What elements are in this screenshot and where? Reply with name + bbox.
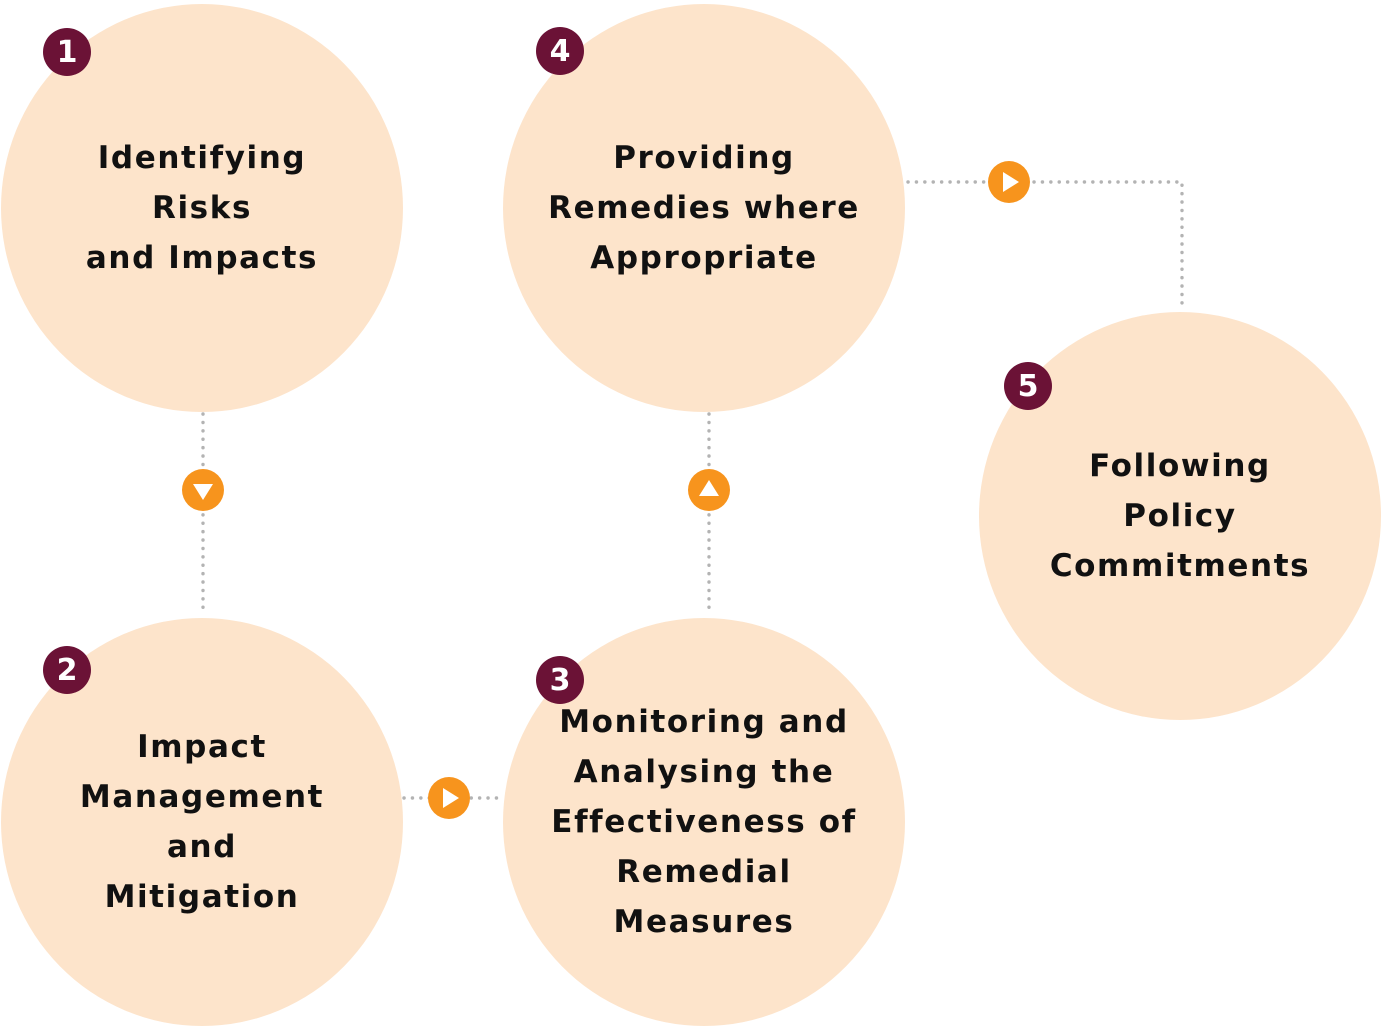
step-4-line: Remedies where xyxy=(548,190,860,226)
step-2-circle: Impact Management and Mitigation xyxy=(1,618,403,1026)
arrow-right-icon xyxy=(988,161,1030,203)
arrow-down-icon xyxy=(182,469,224,511)
step-3-badge: 3 xyxy=(536,656,584,704)
step-2-label: Impact Management and Mitigation xyxy=(32,722,372,922)
step-5-line: Policy xyxy=(1123,498,1237,534)
step-5-line: Commitments xyxy=(1049,548,1311,584)
arrow-up-icon xyxy=(688,469,730,511)
step-1-line: Identifying xyxy=(97,140,307,176)
step-2-line: Mitigation xyxy=(104,879,300,915)
step-5-number: 5 xyxy=(1017,368,1039,404)
step-4-line: Providing xyxy=(613,140,795,176)
connector-4-5 xyxy=(906,180,1184,312)
step-1-line: and Impacts xyxy=(85,240,319,276)
step-5-label: Following Policy Commitments xyxy=(1010,441,1350,591)
step-1-badge: 1 xyxy=(43,28,91,76)
step-3-line: Effectiveness of xyxy=(551,804,857,840)
arrow-right-icon xyxy=(428,777,470,819)
step-1-label: Identifying Risks and Impacts xyxy=(32,133,372,283)
step-1-number: 1 xyxy=(56,34,78,70)
step-5-badge: 5 xyxy=(1004,362,1052,410)
step-3-line: Remedial xyxy=(616,854,792,890)
step-4-line: Appropriate xyxy=(590,240,818,276)
step-2-line: and xyxy=(167,829,237,865)
step-3-line: Monitoring and xyxy=(559,704,849,740)
step-4-number: 4 xyxy=(549,33,571,69)
step-3-line: Analysing the xyxy=(573,754,835,790)
step-2-number: 2 xyxy=(56,652,78,688)
step-2-line: Management xyxy=(79,779,325,815)
step-5-line: Following xyxy=(1089,448,1271,484)
step-3-label: Monitoring and Analysing the Effectivene… xyxy=(534,697,874,947)
step-1-line: Risks xyxy=(151,190,253,226)
step-2-badge: 2 xyxy=(43,646,91,694)
step-3-line: Measures xyxy=(613,904,795,940)
step-2-line: Impact xyxy=(137,729,267,765)
step-4-label: Providing Remedies where Appropriate xyxy=(534,133,874,283)
step-4-badge: 4 xyxy=(536,27,584,75)
step-3-number: 3 xyxy=(549,662,571,698)
